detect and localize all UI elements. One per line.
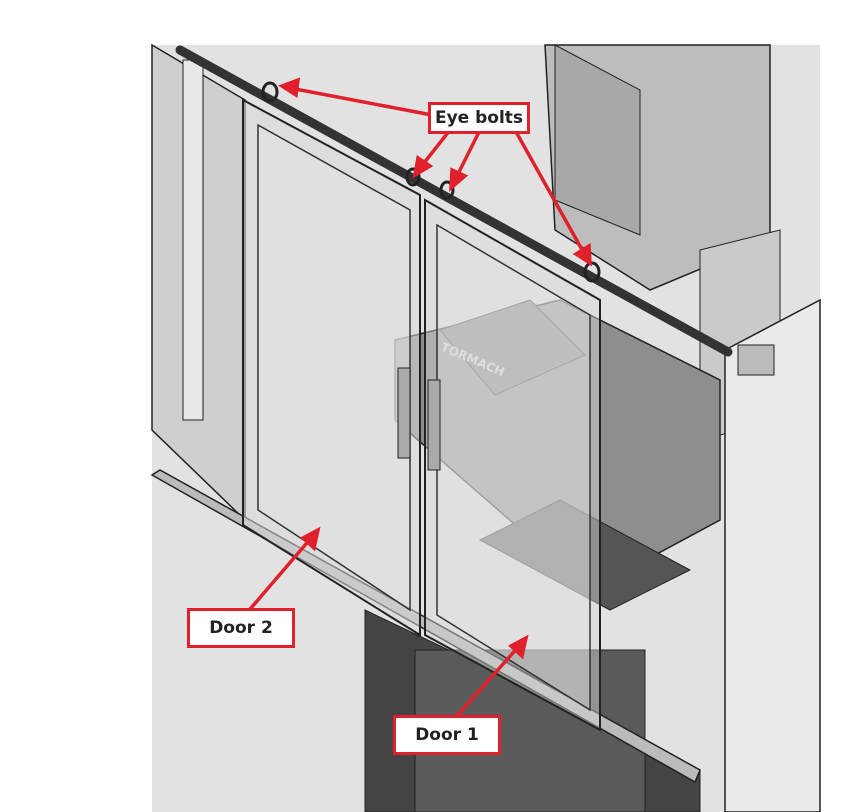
left-window <box>182 59 204 421</box>
door-1-handle <box>427 379 441 471</box>
right-bracket <box>737 344 775 376</box>
eye-bolt <box>405 167 421 187</box>
eye-bolts-label: Eye bolts <box>428 102 530 134</box>
door-2-label: Door 2 <box>187 608 295 648</box>
door-2-glass <box>257 123 411 612</box>
door-1-label: Door 1 <box>393 715 501 755</box>
eye-bolt <box>439 180 455 200</box>
eye-bolt <box>583 261 601 283</box>
door-2-handle <box>397 367 411 459</box>
head-front <box>554 44 641 236</box>
door-1 <box>424 198 601 732</box>
callout-arrows <box>243 77 592 720</box>
right-side-wall <box>724 298 821 812</box>
door-1-glass <box>436 223 591 712</box>
saddle-bellows <box>478 499 692 611</box>
table-top-plate <box>439 299 586 396</box>
eye-bolt <box>261 81 279 103</box>
